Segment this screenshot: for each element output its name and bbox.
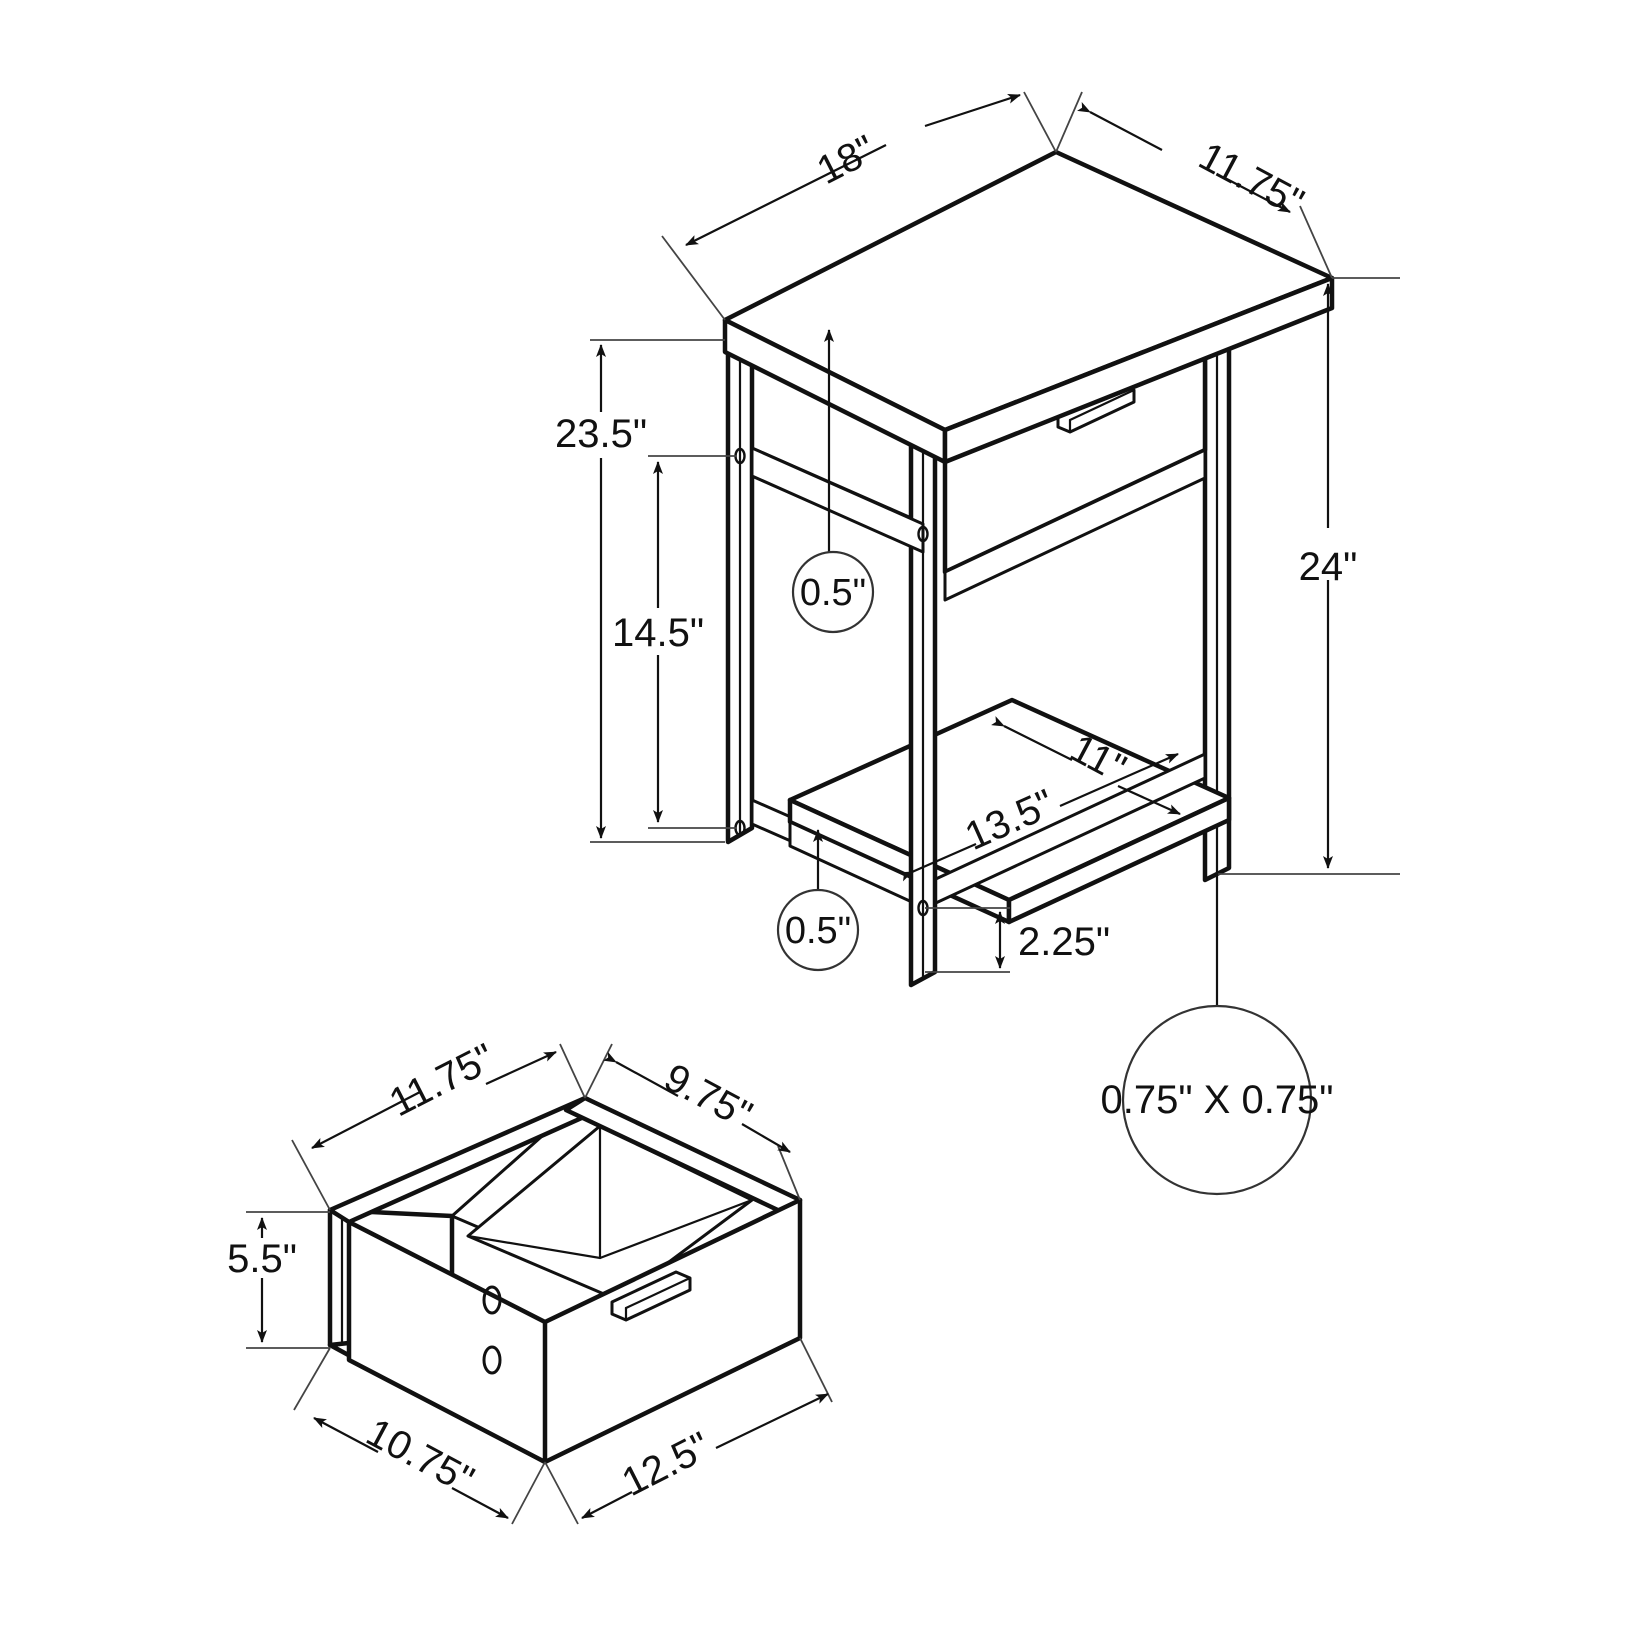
dim-label-drawer-depth: 9.75" — [657, 1055, 759, 1137]
dim-label-top-thickness: 0.5" — [800, 572, 866, 614]
dim-label-shelf-thickness: 0.5" — [785, 910, 851, 952]
drawer-cam-hole-lower — [482, 1345, 502, 1375]
dim-label-top-width: 18" — [810, 127, 882, 193]
left-side-apron — [750, 446, 925, 554]
dim-shelf-thickness-balloon: 0.5" — [776, 829, 860, 972]
rear-left-leg — [725, 317, 755, 845]
dim-floor-clearance: 2.25" — [925, 907, 1110, 973]
dim-label-overall-height: 24" — [1299, 545, 1358, 589]
dim-leg-section-balloon: 0.75" X 0.75" — [1100, 872, 1334, 1196]
dim-label-leg-section: 0.75" X 0.75" — [1100, 1078, 1333, 1122]
drawer-cam-hole-upper — [482, 1285, 502, 1315]
dim-label-floor-clearance: 2.25" — [1018, 920, 1110, 964]
lower-shelf — [787, 697, 1232, 925]
cam-hole-upper-front — [917, 525, 929, 543]
dim-frame-height: 23.5" — [555, 339, 725, 843]
dim-label-frame-height: 23.5" — [555, 412, 647, 456]
table-assembly-view: 18" 11.75" 23.5" — [555, 91, 1400, 1196]
drawer-box-view: 11.75" 9.75" 5.5" — [227, 1036, 833, 1525]
front-left-leg — [908, 383, 938, 988]
dim-label-drawer-width: 11.75" — [383, 1036, 502, 1126]
drawer-box-handle — [610, 1270, 692, 1322]
dim-label-top-depth: 11.75" — [1192, 134, 1311, 225]
dim-drawer-height: 5.5" — [227, 1211, 330, 1349]
dim-top-thickness-balloon: 0.5" — [791, 329, 875, 634]
under-drawer-rail — [943, 448, 1207, 602]
balloon-circle-top-thickness — [791, 550, 875, 634]
dim-label-leg-span-height: 14.5" — [612, 611, 704, 655]
table-top — [722, 149, 1335, 465]
dim-overall-height: 24" — [1217, 277, 1400, 875]
balloon-circle-shelf-thickness — [776, 888, 860, 972]
balloon-circle-leg-section — [1121, 1004, 1313, 1196]
drawer-inner-bottom-edge — [466, 1198, 754, 1260]
dim-label-drawer-front-depth: 10.75" — [359, 1410, 481, 1503]
dim-leg-span-height: 14.5" — [612, 455, 736, 829]
dim-label-drawer-front-width: 12.5" — [615, 1424, 717, 1505]
dim-label-drawer-height: 5.5" — [227, 1237, 297, 1281]
